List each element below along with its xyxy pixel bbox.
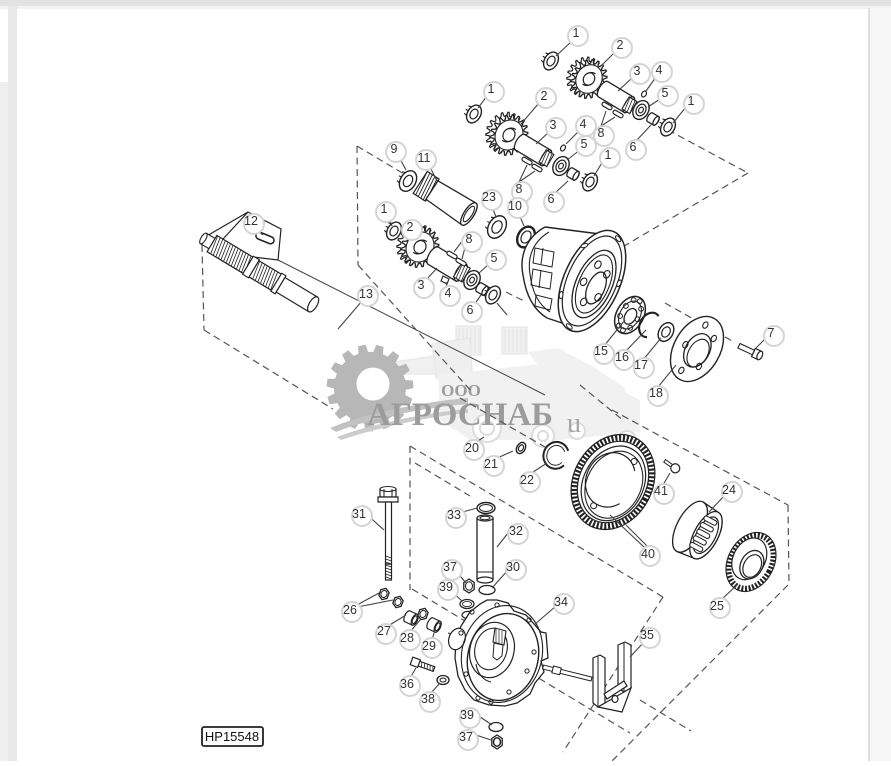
svg-text:u: u xyxy=(567,408,581,439)
svg-text:4: 4 xyxy=(445,286,452,300)
svg-text:2: 2 xyxy=(407,220,414,234)
svg-text:4: 4 xyxy=(656,63,663,77)
svg-text:9: 9 xyxy=(391,142,398,156)
svg-text:3: 3 xyxy=(418,278,425,292)
svg-text:23: 23 xyxy=(482,190,496,204)
svg-text:3: 3 xyxy=(634,64,641,78)
svg-text:2: 2 xyxy=(541,89,548,103)
svg-text:17: 17 xyxy=(634,358,648,372)
svg-text:8: 8 xyxy=(466,232,473,246)
svg-text:29: 29 xyxy=(422,639,436,653)
svg-text:3: 3 xyxy=(550,118,557,132)
svg-text:12: 12 xyxy=(244,214,258,228)
svg-text:32: 32 xyxy=(509,524,523,538)
svg-text:16: 16 xyxy=(615,350,629,364)
svg-text:31: 31 xyxy=(352,507,366,521)
svg-text:5: 5 xyxy=(581,137,588,151)
svg-text:1: 1 xyxy=(573,26,580,40)
svg-text:5: 5 xyxy=(662,86,669,100)
svg-text:41: 41 xyxy=(654,484,668,498)
svg-text:1: 1 xyxy=(605,148,612,162)
svg-text:25: 25 xyxy=(710,599,724,613)
svg-text:13: 13 xyxy=(359,287,373,301)
svg-text:38: 38 xyxy=(421,692,435,706)
svg-text:6: 6 xyxy=(467,303,474,317)
svg-text:2: 2 xyxy=(617,38,624,52)
svg-text:18: 18 xyxy=(649,386,663,400)
svg-text:39: 39 xyxy=(460,708,474,722)
svg-text:8: 8 xyxy=(598,126,605,140)
svg-text:36: 36 xyxy=(400,677,414,691)
svg-text:15: 15 xyxy=(594,344,608,358)
svg-text:5: 5 xyxy=(491,251,498,265)
svg-text:22: 22 xyxy=(520,473,534,487)
svg-text:6: 6 xyxy=(548,192,555,206)
svg-text:35: 35 xyxy=(640,628,654,642)
svg-text:20: 20 xyxy=(465,441,479,455)
svg-text:26: 26 xyxy=(343,603,357,617)
svg-text:40: 40 xyxy=(641,547,655,561)
svg-text:6: 6 xyxy=(630,140,637,154)
svg-text:34: 34 xyxy=(554,595,568,609)
svg-text:1: 1 xyxy=(488,82,495,96)
svg-text:4: 4 xyxy=(580,117,587,131)
svg-text:37: 37 xyxy=(459,730,473,744)
svg-text:10: 10 xyxy=(508,199,522,213)
svg-text:АГРОСНАБ: АГРОСНАБ xyxy=(367,397,553,433)
svg-text:33: 33 xyxy=(447,508,461,522)
svg-text:HP15548: HP15548 xyxy=(205,729,259,744)
svg-text:39: 39 xyxy=(439,580,453,594)
svg-text:21: 21 xyxy=(484,457,498,471)
svg-text:28: 28 xyxy=(400,631,414,645)
svg-text:8: 8 xyxy=(516,182,523,196)
svg-text:37: 37 xyxy=(443,560,457,574)
svg-text:27: 27 xyxy=(377,624,391,638)
svg-text:7: 7 xyxy=(768,326,775,340)
svg-text:1: 1 xyxy=(381,202,388,216)
svg-text:24: 24 xyxy=(722,483,736,497)
svg-text:11: 11 xyxy=(418,151,431,165)
svg-text:ООО: ООО xyxy=(441,381,481,400)
svg-text:30: 30 xyxy=(506,560,520,574)
svg-text:1: 1 xyxy=(688,94,695,108)
